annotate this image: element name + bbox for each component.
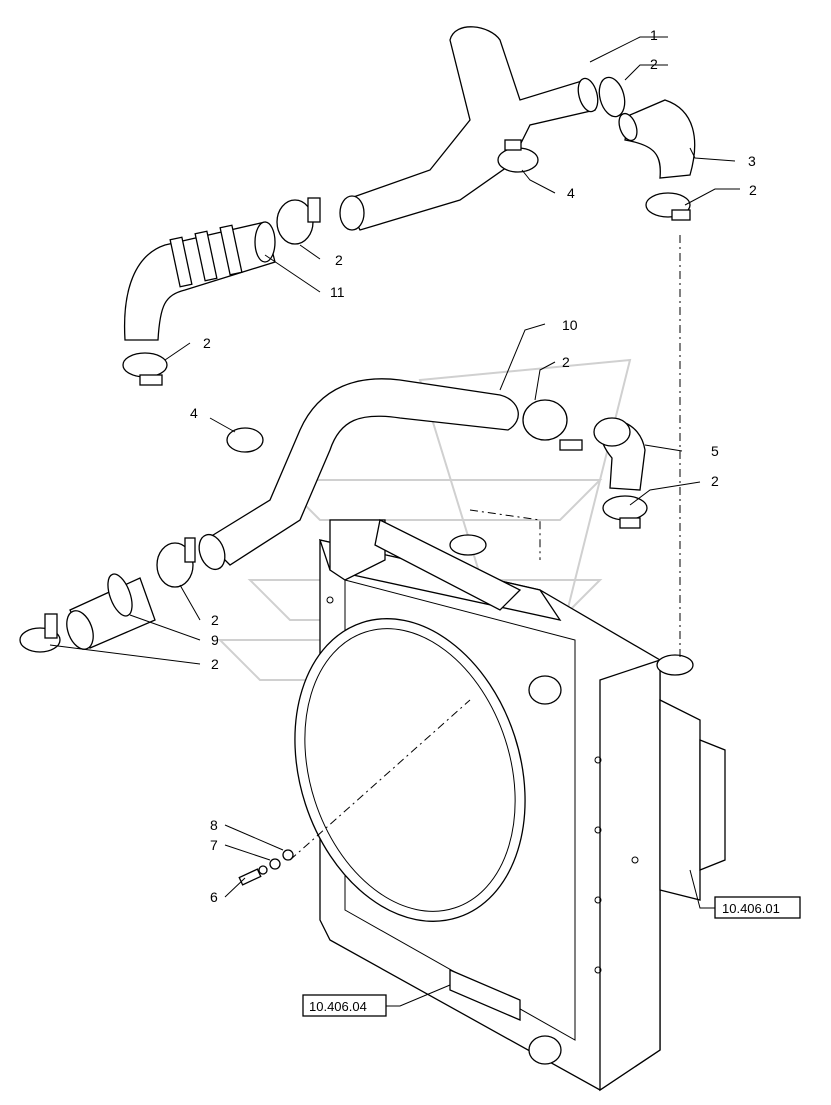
callout-6: 6 xyxy=(210,889,218,905)
callout-2: 2 xyxy=(203,335,211,351)
ref-box-10-406-04: 10.406.04 xyxy=(309,999,367,1014)
reference-boxes: 10.406.01 10.406.04 xyxy=(302,896,801,1017)
hose-lower-long-10 xyxy=(198,378,519,571)
hose-elbow-5 xyxy=(593,417,646,491)
hose-elbow-top-right xyxy=(618,99,696,179)
callout-2: 2 xyxy=(335,252,343,268)
hose-upper-long xyxy=(339,26,599,231)
callout-2: 2 xyxy=(211,612,219,628)
callout-2: 2 xyxy=(211,656,219,672)
callout-9: 9 xyxy=(211,632,219,648)
leader-lines xyxy=(49,36,740,1007)
hose-straight-9 xyxy=(66,573,156,650)
callout-8: 8 xyxy=(210,817,218,833)
fasteners xyxy=(238,849,294,886)
callout-7: 7 xyxy=(210,837,218,853)
callout-10: 10 xyxy=(562,317,578,333)
hose-corrugated-11 xyxy=(123,221,276,341)
callout-2: 2 xyxy=(650,56,658,72)
callout-2: 2 xyxy=(711,473,719,489)
callout-4: 4 xyxy=(190,405,198,421)
assembly-lines xyxy=(289,235,681,861)
callout-2: 2 xyxy=(562,354,570,370)
callout-2: 2 xyxy=(749,182,757,198)
callout-11: 11 xyxy=(330,284,345,300)
hose-clamps xyxy=(19,76,691,653)
callout-4: 4 xyxy=(567,185,575,201)
callout-1: 1 xyxy=(650,27,658,43)
ref-box-10-406-01: 10.406.01 xyxy=(722,901,780,916)
callout-3: 3 xyxy=(748,153,756,169)
callout-5: 5 xyxy=(711,443,719,459)
radiator-assembly xyxy=(294,519,726,1092)
callout-labels: 1 2 3 4 2 2 11 2 4 10 2 5 2 2 9 2 8 7 6 xyxy=(190,27,757,905)
